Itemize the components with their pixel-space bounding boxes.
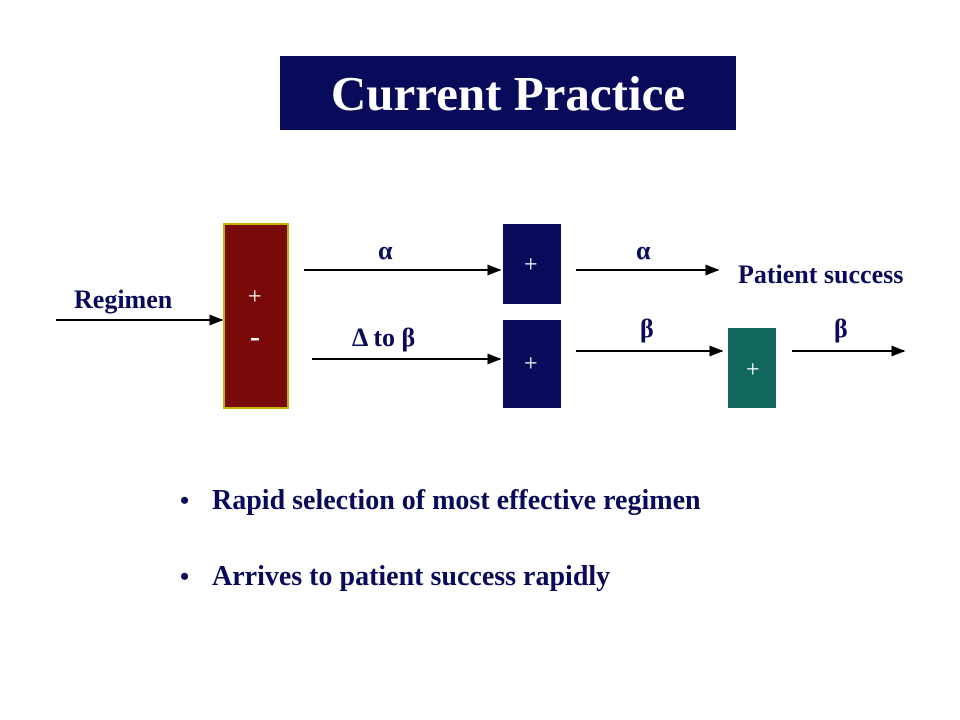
alpha-label-1: α [378, 236, 393, 265]
patient-success-label: Patient success [738, 260, 904, 289]
bullet-list: • Rapid selection of most effective regi… [180, 484, 701, 593]
beta-label-1: β [640, 314, 654, 343]
top-plus-box [503, 224, 561, 304]
teal-plus-box [728, 328, 776, 408]
teal-box-plus-sign: + [746, 357, 760, 383]
alpha-label-2: α [636, 236, 651, 265]
bullet-item: • Arrives to patient success rapidly [180, 560, 701, 594]
bullet-text: Arrives to patient success rapidly [212, 560, 611, 592]
bullet-text: Rapid selection of most effective regime… [212, 485, 701, 516]
bottom-box-plus-sign: + [524, 351, 538, 377]
slide-title: Current Practice [330, 65, 686, 121]
initial-box-plus-sign: + [248, 284, 262, 310]
bullet-icon: • [180, 561, 190, 591]
delta-to-beta-label: Δ to β [352, 323, 416, 352]
initial-box-minus-sign: - [250, 320, 260, 353]
bullet-item: • Rapid selection of most effective regi… [180, 484, 701, 518]
title-banner: Current Practice [280, 56, 736, 130]
beta-label-2: β [834, 314, 848, 343]
regimen-label: Regimen [74, 285, 173, 314]
bottom-plus-box [503, 320, 561, 408]
top-box-plus-sign: + [524, 252, 538, 278]
bullet-icon: • [180, 486, 190, 515]
initial-regimen-box [223, 223, 289, 409]
